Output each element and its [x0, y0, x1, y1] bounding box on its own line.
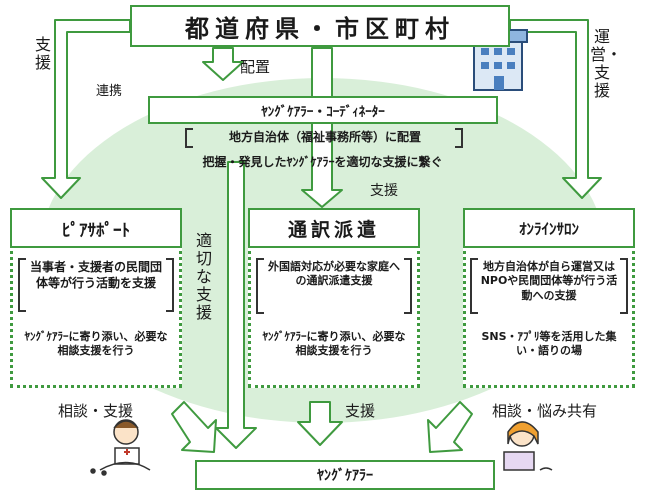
label-right-support: 運営・支援 [590, 27, 623, 100]
card-peer-support-desc2: ﾔﾝｸﾞｹｱﾗｰに寄り添い、必要な相談支援を行う [24, 330, 168, 358]
label-bottom-center: 支援 [345, 402, 376, 420]
arrow-bottom-right [427, 401, 473, 453]
arrow-center-down [301, 47, 343, 208]
label-bottom-right: 相談・悩み共有 [492, 402, 598, 420]
card-online-salon-desc2: SNS・ｱﾌﾟﾘ等を活用した集い・語りの場 [481, 330, 617, 358]
arrow-bottom-left [171, 401, 217, 453]
young-carer-box: ﾔﾝｸﾞｹｱﾗｰ [195, 460, 495, 490]
card-peer-support-bracket-left [18, 258, 26, 312]
label-renkei: 連携 [96, 84, 123, 99]
card-interpreter-title: 通訳派遣 [248, 208, 420, 248]
bracket-right [455, 128, 463, 148]
label-center-support: 支援 [370, 183, 398, 199]
card-interpreter-desc2: ﾔﾝｸﾞｹｱﾗｰに寄り添い、必要な相談支援を行う [262, 330, 406, 358]
coordinator-role: 把握・発見したﾔﾝｸﾞｹｱﾗｰを適切な支援に繋ぐ [202, 155, 443, 169]
arrow-right-support [509, 19, 602, 199]
label-tekisetsu: 適切な支援 [195, 231, 212, 322]
label-bottom-left: 相談・支援 [58, 402, 134, 420]
person-phone-icon [90, 419, 151, 476]
coordinator-placement: 地方自治体（福祉事務所等）に配置 [228, 130, 421, 144]
card-peer-support-title: ﾋﾟｱｻﾎﾟｰﾄ [10, 208, 182, 248]
arrow-tekisetsu [215, 161, 257, 449]
page-title: 都道府県・市区町村 [130, 5, 510, 47]
card-interpreter-bracket-left [256, 258, 264, 314]
card-online-salon-desc1: 地方自治体が自ら運営又はNPOや民間団体等が行う活動への支援 [480, 260, 618, 302]
arrow-bottom-center [297, 401, 343, 446]
card-online-salon-bracket-left [470, 258, 478, 314]
label-left-support: 支援 [34, 35, 51, 72]
coordinator-box: ﾔﾝｸﾞｹｱﾗｰ・ｺｰﾃﾞｨﾈｰﾀｰ [148, 96, 498, 124]
coordinator-title: ﾔﾝｸﾞｹｱﾗｰ・ｺｰﾃﾞｨﾈｰﾀｰ [261, 104, 385, 120]
card-online-salon [463, 238, 635, 388]
label-haichi: 配置 [240, 58, 271, 76]
person-tablet-icon [503, 421, 553, 471]
arrow-left-support [41, 19, 131, 199]
card-interpreter-bracket-right [404, 258, 412, 314]
card-peer-support [10, 238, 182, 388]
card-peer-support-bracket-right [166, 258, 174, 312]
card-online-salon-title: ｵﾝﾗｲﾝｻﾛﾝ [463, 208, 635, 248]
card-online-salon-bracket-right [620, 258, 628, 314]
arrow-haichi [202, 47, 244, 81]
bracket-left [185, 128, 193, 148]
card-peer-support-desc1: 当事者・支援者の民間団体等が行う活動を支援 [29, 260, 162, 290]
card-interpreter-desc1: 外国語対応が必要な家庭への通訳派遣支援 [268, 260, 400, 288]
